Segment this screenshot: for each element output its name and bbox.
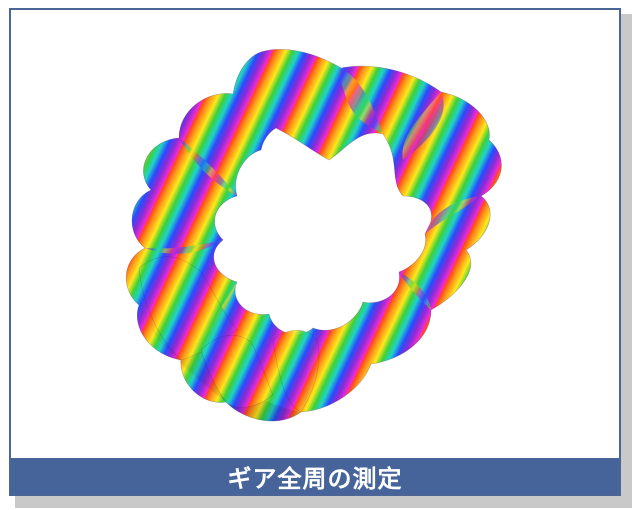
- caption-text: ギア全周の測定: [227, 464, 403, 493]
- gear-surface-figure: [125, 49, 502, 422]
- caption-bar: ギア全周の測定: [11, 458, 619, 494]
- figure-frame: ギア全周の測定: [9, 8, 621, 496]
- gear-outer-band: [138, 256, 320, 413]
